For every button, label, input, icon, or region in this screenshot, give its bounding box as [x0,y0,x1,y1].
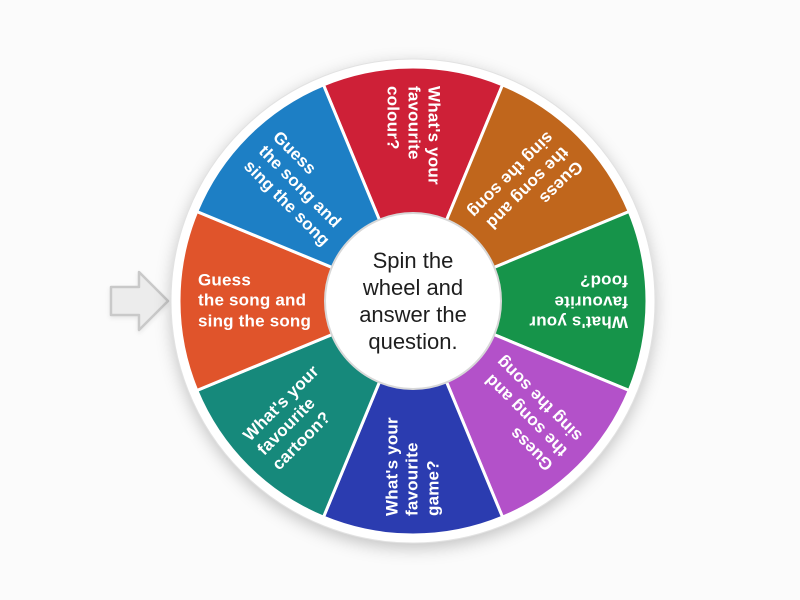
spinner-wheel[interactable]: What's your favourite colour?Guess the s… [170,58,656,544]
wheel-segment-4[interactable] [321,299,505,537]
wheel-center[interactable] [324,212,502,390]
wheel-segment-0[interactable] [321,65,505,303]
spin-pointer [108,269,172,333]
wheel-segment-6[interactable] [177,209,415,393]
arrow-right-icon [109,270,170,332]
wheel-svg [170,58,656,544]
spin-arrow-shape [109,270,170,332]
wheel-segment-2[interactable] [411,209,649,393]
